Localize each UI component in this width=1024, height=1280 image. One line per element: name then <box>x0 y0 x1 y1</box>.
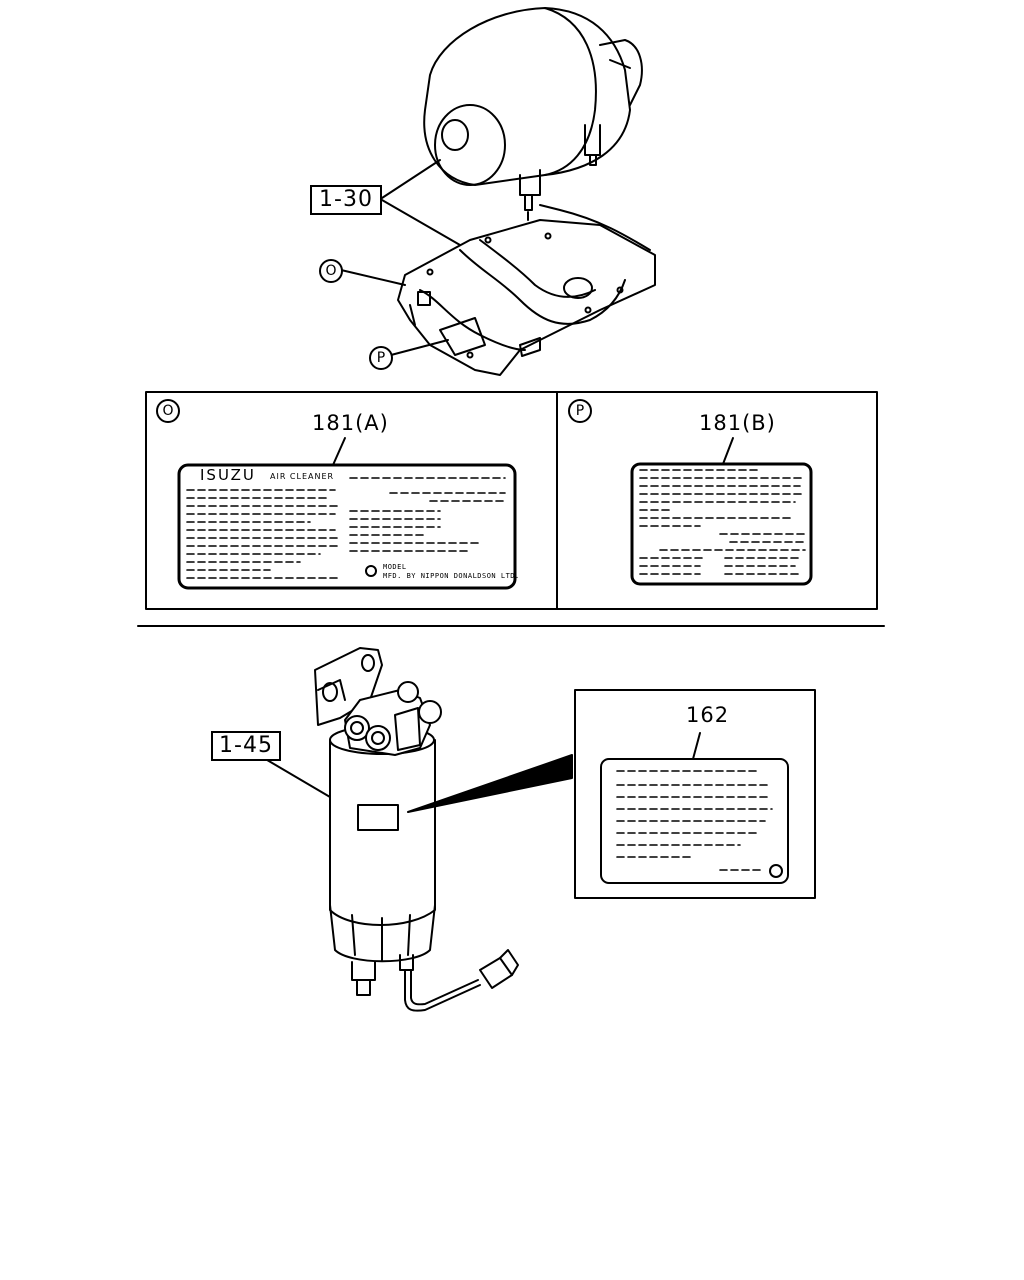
fuel-filter-drawing <box>314 647 573 1012</box>
label-181b-drawing <box>630 437 813 586</box>
leader-line-bottom <box>261 756 331 798</box>
panel-marker-o: O <box>156 399 180 423</box>
part-number-181b: 181(B) <box>699 411 776 435</box>
label-model-text: MODEL <box>383 563 407 571</box>
callout-1-30: 1-30 <box>310 185 382 215</box>
label-brand-sub: AIR CLEANER <box>270 472 335 481</box>
label-maker-text: MFD. BY NIPPON DONALDSON LTD. <box>383 572 520 580</box>
inset-frame <box>574 689 816 899</box>
label-brand: ISUZU <box>200 466 256 484</box>
marker-p: P <box>369 346 393 370</box>
part-number-162: 162 <box>686 703 730 727</box>
label-162-drawing <box>600 732 789 884</box>
label-181a-drawing <box>177 437 517 590</box>
mounting-bracket-drawing <box>397 204 656 376</box>
part-number-181a: 181(A) <box>312 411 389 435</box>
leader-lines-top <box>340 159 461 356</box>
panel-marker-p: P <box>568 399 592 423</box>
marker-o: O <box>319 259 343 283</box>
callout-1-45: 1-45 <box>211 731 281 761</box>
label-panels-frame <box>145 391 878 610</box>
